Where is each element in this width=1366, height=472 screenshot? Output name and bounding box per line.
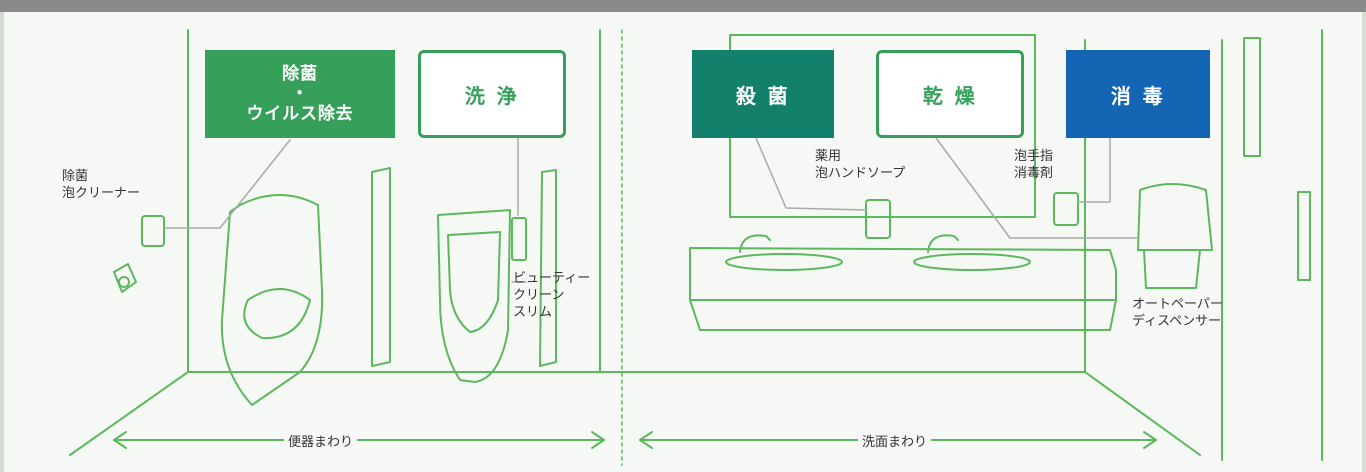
note-paper-dispenser: オートペーパー ディスペンサー bbox=[1132, 297, 1223, 329]
beauty-clean-icon bbox=[511, 217, 527, 261]
paper-roll-icon bbox=[113, 263, 137, 293]
foam-cleaner-icon bbox=[141, 215, 165, 247]
label-wash: 洗 浄 bbox=[418, 50, 566, 138]
top-bar bbox=[0, 0, 1366, 12]
label-sanitize: 消 毒 bbox=[1066, 50, 1210, 138]
faucet-left bbox=[739, 234, 771, 253]
paper-dispenser-icon bbox=[1137, 183, 1213, 289]
floor-edge-left bbox=[69, 371, 189, 456]
floor-edge-right bbox=[1084, 371, 1201, 456]
note-foam-cleaner: 除菌 泡クリーナー bbox=[62, 169, 141, 201]
leader-soap bbox=[755, 137, 867, 211]
note-beauty-clean: ビューティー クリーン スリム bbox=[513, 271, 591, 320]
leader-virus bbox=[219, 139, 291, 229]
leader-sanitize bbox=[1077, 137, 1111, 203]
area-label-washbasin: 洗面まわり bbox=[858, 431, 932, 450]
label-dry: 乾 燥 bbox=[876, 50, 1024, 138]
toilet-area-arrow bbox=[113, 431, 605, 449]
hand-sanitizer-icon bbox=[1053, 192, 1079, 226]
faucet-right bbox=[927, 234, 959, 253]
hand-soap-icon bbox=[865, 199, 891, 239]
partition-panel bbox=[371, 167, 391, 367]
note-hand-soap: 薬用 泡ハンドソープ bbox=[815, 149, 906, 181]
wash-counter bbox=[689, 247, 1117, 331]
note-hand-sanitizer: 泡手指 消毒剤 bbox=[1014, 149, 1054, 181]
toilet-icon bbox=[220, 194, 324, 406]
label-sterilize-virus: 除菌 ・ ウイルス除去 bbox=[205, 50, 395, 138]
leader-dry bbox=[935, 137, 1011, 239]
urinal-icon bbox=[437, 209, 511, 383]
label-disinfect: 殺 菌 bbox=[692, 50, 834, 138]
area-label-toilet: 便器まわり bbox=[284, 431, 358, 450]
